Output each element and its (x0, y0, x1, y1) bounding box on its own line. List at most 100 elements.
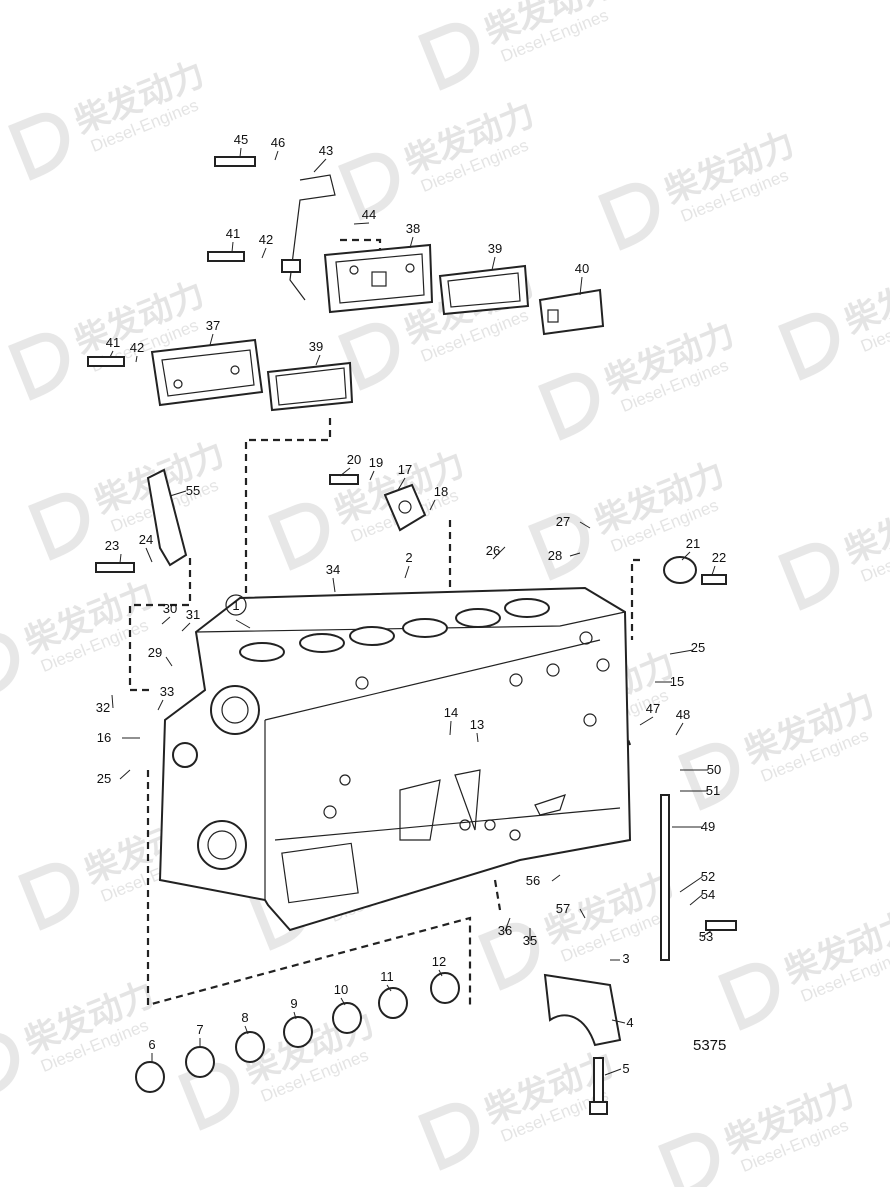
leader-line (157, 699, 164, 711)
leader-line (669, 649, 694, 655)
bolt-23 (95, 562, 135, 573)
leader-line (679, 876, 703, 893)
item-label: 46 (271, 135, 285, 150)
item-label: 29 (148, 645, 162, 660)
leader-line (119, 553, 122, 564)
watermark-logo-icon (658, 1132, 720, 1192)
leader-line (293, 1011, 297, 1020)
leader-line (340, 997, 346, 1006)
leader-line (429, 499, 436, 511)
leader-line (569, 552, 581, 557)
watermark-logo-icon (18, 862, 80, 931)
bolt-41b (87, 356, 125, 367)
side-cover-37 (150, 338, 264, 407)
leader-line (404, 565, 410, 579)
leader-line (438, 969, 443, 977)
item-label: 40 (575, 261, 589, 276)
item-label: 56 (526, 873, 540, 888)
item-label: 25 (691, 640, 705, 655)
leader-line (551, 874, 561, 882)
item-label: 41 (226, 226, 240, 241)
leader-line (711, 565, 716, 576)
pipe-43 (281, 174, 336, 301)
bushings (135, 972, 460, 1093)
item-label: 54 (701, 887, 715, 902)
bracket-40 (538, 288, 605, 336)
item-label: 55 (186, 483, 200, 498)
leader-line (274, 150, 279, 161)
gasket-39b (438, 264, 530, 316)
item-label: 4 (626, 1015, 633, 1030)
leader-line (161, 616, 171, 625)
cover-17 (383, 483, 427, 532)
item-label: 3 (622, 951, 629, 966)
item-label: 22 (712, 550, 726, 565)
leader-line (675, 722, 684, 736)
cap-21 (663, 556, 697, 584)
item-label: 28 (548, 548, 562, 563)
item-label: 42 (259, 232, 273, 247)
item-label: 52 (701, 869, 715, 884)
leader-line (449, 720, 452, 736)
gasket-39a (266, 361, 354, 412)
item-label: 49 (701, 819, 715, 834)
leader-line (165, 656, 173, 667)
leader-line (579, 908, 586, 919)
item-label: 41 (106, 335, 120, 350)
item-label: 11 (380, 969, 394, 984)
leader-line (492, 546, 506, 560)
item-label: 51 (706, 783, 720, 798)
leader-line (579, 276, 583, 296)
item-label: 42 (130, 340, 144, 355)
watermark-logo-icon (0, 1032, 20, 1101)
bolt-53 (705, 920, 737, 931)
watermark-logo-icon (778, 312, 840, 381)
item-label: 16 (97, 730, 111, 745)
item-label: 15 (670, 674, 684, 689)
watermark-logo-icon (718, 962, 780, 1031)
leader-line (386, 984, 392, 992)
leader-line (209, 333, 214, 346)
item-label: 48 (676, 707, 690, 722)
item-label: 43 (319, 143, 333, 158)
item-label: 20 (347, 452, 361, 467)
item-label: 6 (148, 1037, 155, 1052)
item-label: 5 (622, 1061, 629, 1076)
item-label: 44 (362, 207, 376, 222)
leader-line (235, 619, 251, 629)
item-label: 27 (556, 514, 570, 529)
leader-line (397, 477, 406, 491)
item-label: 45 (234, 132, 248, 147)
leader-line (339, 467, 351, 477)
item-label: 14 (444, 705, 458, 720)
leader-line (111, 694, 114, 709)
watermark-logo-icon (418, 1102, 480, 1171)
item-label: 39 (488, 241, 502, 256)
bolt-20 (329, 474, 359, 485)
item-label: 36 (498, 923, 512, 938)
leader-line (261, 247, 267, 259)
bearing-cap-4 (543, 973, 622, 1047)
item-label: 53 (699, 929, 713, 944)
item-label: 18 (434, 484, 448, 499)
watermark-logo-icon (778, 542, 840, 611)
leader-line (119, 769, 131, 780)
item-label: 35 (523, 933, 537, 948)
leader-line (109, 350, 114, 358)
watermark-logo-icon (338, 152, 400, 221)
leader-line (244, 1025, 249, 1035)
item-label: 26 (486, 543, 500, 558)
leader-line (231, 241, 234, 253)
watermark-logo-icon (8, 332, 70, 401)
